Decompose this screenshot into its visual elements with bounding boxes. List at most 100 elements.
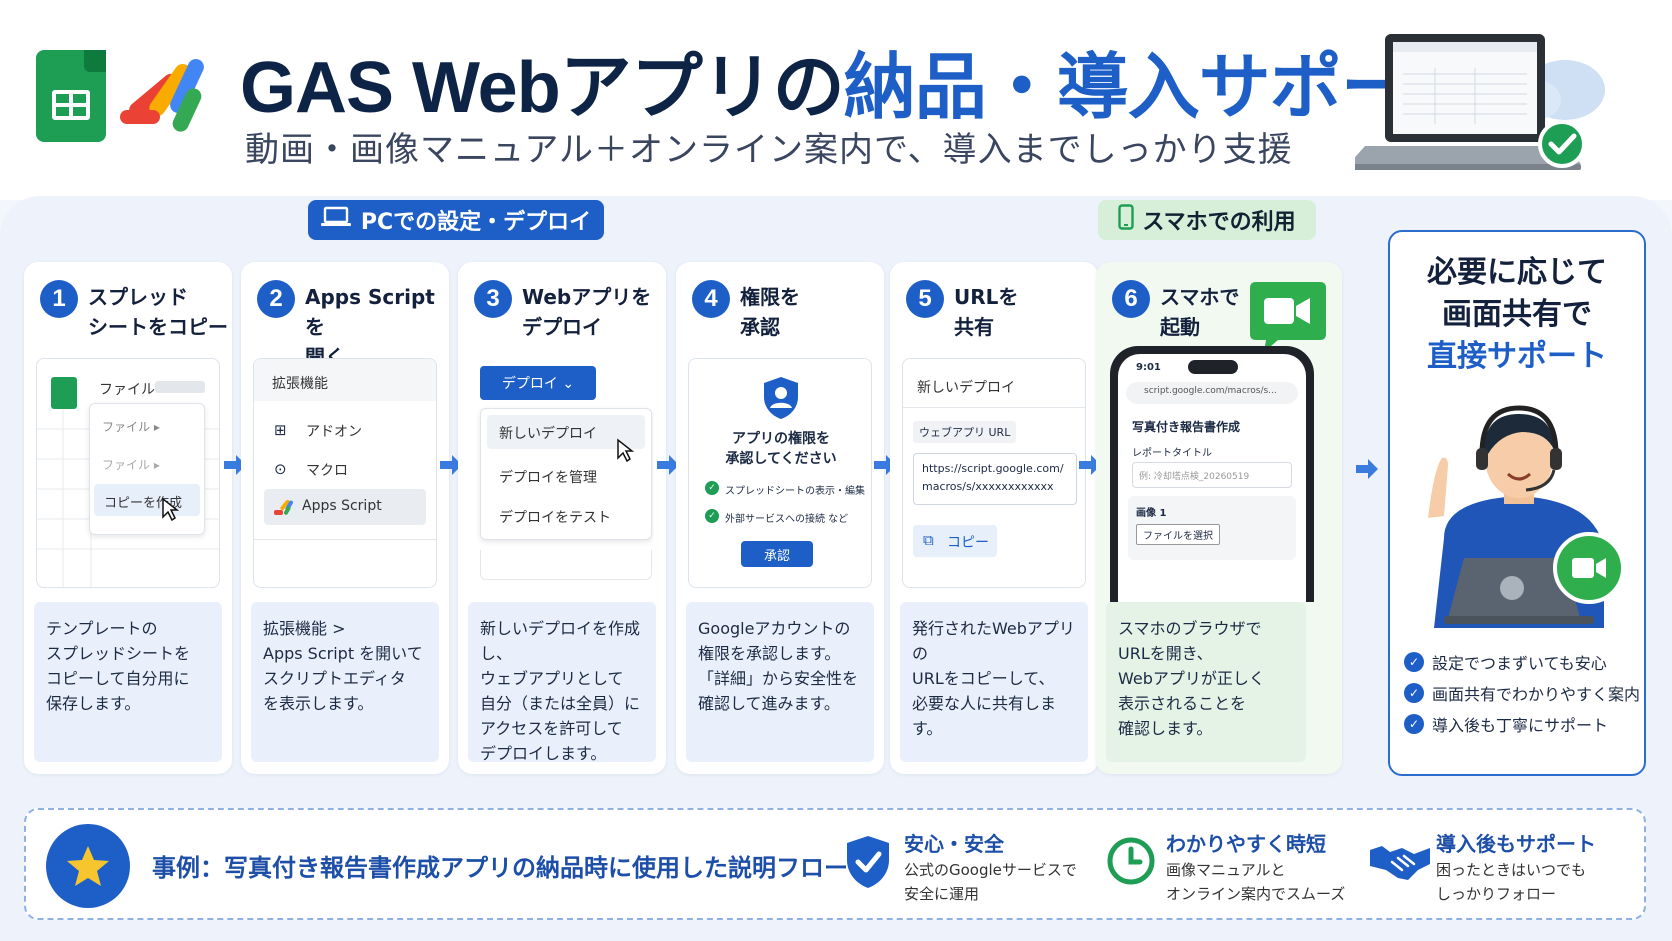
laptop-icon [320,206,351,234]
laptop-illustration-icon [1355,34,1605,170]
extensions-menu-mockup: 拡張機能 ⊞ アドオン ⊙ マクロ Apps Script [253,358,437,588]
step-title: スプレッド シートをコピー [88,285,228,339]
step-number: 4 [692,280,730,318]
check-circle-icon: ✓ [1404,651,1424,672]
star-badge-icon [46,824,130,908]
menu-item-addons[interactable]: アドオン [306,424,362,440]
feature-description: 画像マニュアルと オンライン案内でスムーズ [1166,861,1346,903]
smartphone-section-label: スマホでの利用 [1098,200,1316,240]
step-description: Googleアカウントの 権限を承認します。 「詳細」から安全性を 確認して進み… [686,602,874,762]
support-agent-illustration-icon [1428,405,1625,628]
step-number: 1 [40,280,78,318]
feature-description: 困ったときはいつでも しっかりフォロー [1436,861,1587,903]
form-title: 写真付き報告書作成 [1132,420,1241,434]
file-select-button[interactable]: ファイルを選択 [1136,524,1220,545]
pc-section-label: PCでの設定・デプロイ [308,200,604,240]
permission-item: 外部サービスへの接続 など [725,514,849,525]
check-icon: ✓ [705,509,719,523]
step-card-2: 2 Apps Scriptを 開く 拡張機能 ⊞ アドオン ⊙ マクロ Apps… [241,262,449,774]
apps-script-logo-icon [120,58,204,132]
menu-item-macros[interactable]: マクロ [306,463,348,479]
support-check-item: ✓画面共有でわかりやすく案内 [1404,677,1640,708]
status-time: 9:01 [1136,362,1161,373]
arrow-right-icon [440,455,462,475]
auth-heading: アプリの権限を 承認してください [725,431,837,467]
feature-description: 公式のGoogleサービスで 安全に運用 [904,861,1077,903]
menu-item-file[interactable]: ファイル ▸ [102,420,160,434]
image-label: 画像 1 [1136,508,1167,519]
step-title: URLを 共有 [954,285,1019,339]
smartphone-mockup: 9:01 script.google.com/macros/s... 写真付き報… [1110,346,1314,602]
step-card-4: 4 権限を 承認 アプリの権限を 承認してください ✓ スプレッドシートの表示・… [676,262,884,774]
new-deployment-heading: 新しいデプロイ [917,380,1015,396]
step-number: 2 [257,280,295,318]
step-description: 発行されたWebアプリの URLをコピーして、 必要な人に共有します。 [900,602,1088,762]
arrow-right-icon [224,455,246,475]
deploy-menu-mockup: デプロイ ⌄ 新しいデプロイ デプロイを管理 デプロイをテスト [470,358,654,588]
feature-title: 安心・安全 [904,832,1004,856]
step-description: スマホのブラウザで URLを開き、 Webアプリが正しく 表示されることを 確認… [1106,602,1306,762]
step-card-6: 6 スマホで 起動 9:01 script.google.com/macros/… [1096,262,1342,774]
feature-title: わかりやすく時短 [1166,832,1326,856]
step-number: 3 [474,280,512,318]
page-subtitle: 動画・画像マニュアル＋オンライン案内で、導入までしっかり支援 [245,130,1293,170]
google-sheets-icon [36,50,106,142]
clock-icon [1107,837,1155,885]
step-description: 新しいデプロイを作成し、 ウェブアプリとして 自分（または全員）に アクセスを許… [468,602,656,763]
step-card-5: 5 URLを 共有 新しいデプロイ ウェブアプリ URL https://scr… [890,262,1098,774]
deploy-button[interactable]: デプロイ ⌄ [480,366,596,400]
step-card-1: 1 スプレッド シートをコピー ファイル ファイル ▸ ファイル ▸ コピーを作… [24,262,232,774]
case-study-text: 事例：写真付き報告書作成アプリの納品時に使用した説明フロー [152,854,848,882]
file-dropdown-menu: ファイル ▸ ファイル ▸ コピーを作成 [89,403,205,535]
check-circle-icon: ✓ [1404,713,1424,734]
feature-title: 導入後もサポート [1436,832,1596,856]
menu-item-manage-deployments[interactable]: デプロイを管理 [499,470,597,486]
report-title-input[interactable]: 例: 冷却塔点検_20260519 [1132,462,1292,488]
permission-item: スプレッドシートの表示・編集 [725,486,865,497]
mouse-cursor-icon [162,497,179,521]
step-title: 権限を 承認 [740,285,800,339]
web-app-url-label: ウェブアプリ URL [913,421,1017,443]
step-description: 拡張機能 > Apps Script を開いて スクリプトエディタ を表示します… [251,602,439,762]
arrow-right-icon [1356,459,1378,479]
apps-script-small-icon [274,499,293,515]
addon-icon: ⊞ [274,421,287,439]
copy-button[interactable]: ⧉ コピー [913,525,997,557]
shield-user-icon [764,377,798,419]
menu-item-make-copy[interactable]: コピーを作成 [94,484,200,516]
support-check-list: ✓設定でつまずいても安心 ✓画面共有でわかりやすく案内 ✓導入後も丁寧にサポート [1404,646,1640,739]
step-card-3: 3 Webアプリを デプロイ デプロイ ⌄ 新しいデプロイ デプロイを管理 デプ… [458,262,666,774]
direct-support-panel: 必要に応じて 画面共有で 直接サポート ✓設定でつまずいても安心 ✓画面共有でわ… [1388,230,1646,776]
sheets-small-icon [51,377,77,409]
file-menu-label[interactable]: ファイル [99,382,155,398]
video-call-icon [1250,282,1326,352]
new-deployment-mockup: 新しいデプロイ ウェブアプリ URL https://script.google… [902,358,1086,588]
authorization-dialog-mockup: アプリの権限を 承認してください ✓ スプレッドシートの表示・編集 ✓ 外部サー… [688,358,872,588]
mouse-cursor-icon [617,438,634,462]
step-number: 6 [1112,280,1150,318]
menu-item-new-deployment[interactable]: 新しいデプロイ [487,415,645,449]
web-app-url-field[interactable]: https://script.google.com/ macros/s/xxxx… [913,453,1077,505]
extensions-menu-header[interactable]: 拡張機能 [272,376,328,392]
menu-item-apps-script[interactable]: Apps Script [264,489,426,525]
menu-item-file-2[interactable]: ファイル ▸ [102,458,160,472]
check-circle-icon: ✓ [1404,682,1424,703]
browser-address-bar[interactable]: script.google.com/macros/s... [1126,382,1298,404]
menu-item-test-deployments[interactable]: デプロイをテスト [499,510,611,526]
arrow-right-icon [1079,455,1101,475]
approve-button[interactable]: 承認 [741,541,813,567]
shield-check-icon [847,836,889,888]
support-heading: 必要に応じて 画面共有で 直接サポート [1427,255,1607,374]
step-title: Webアプリを デプロイ [522,285,652,339]
macro-icon: ⊙ [274,460,287,478]
step-title: スマホで 起動 [1160,285,1240,339]
case-study-footer: 事例：写真付き報告書作成アプリの納品時に使用した説明フロー 安心・安全 公式のG… [24,808,1646,920]
handshake-icon [1370,846,1430,880]
check-icon: ✓ [705,481,719,495]
step-number: 5 [906,280,944,318]
copy-icon: ⧉ [923,531,934,549]
step-description: テンプレートの スプレッドシートを コピーして自分用に 保存します。 [34,602,222,762]
report-title-label: レポートタイトル [1132,448,1212,459]
support-check-item: ✓導入後も丁寧にサポート [1404,708,1640,739]
deploy-dropdown-menu: 新しいデプロイ デプロイを管理 デプロイをテスト [480,408,652,540]
